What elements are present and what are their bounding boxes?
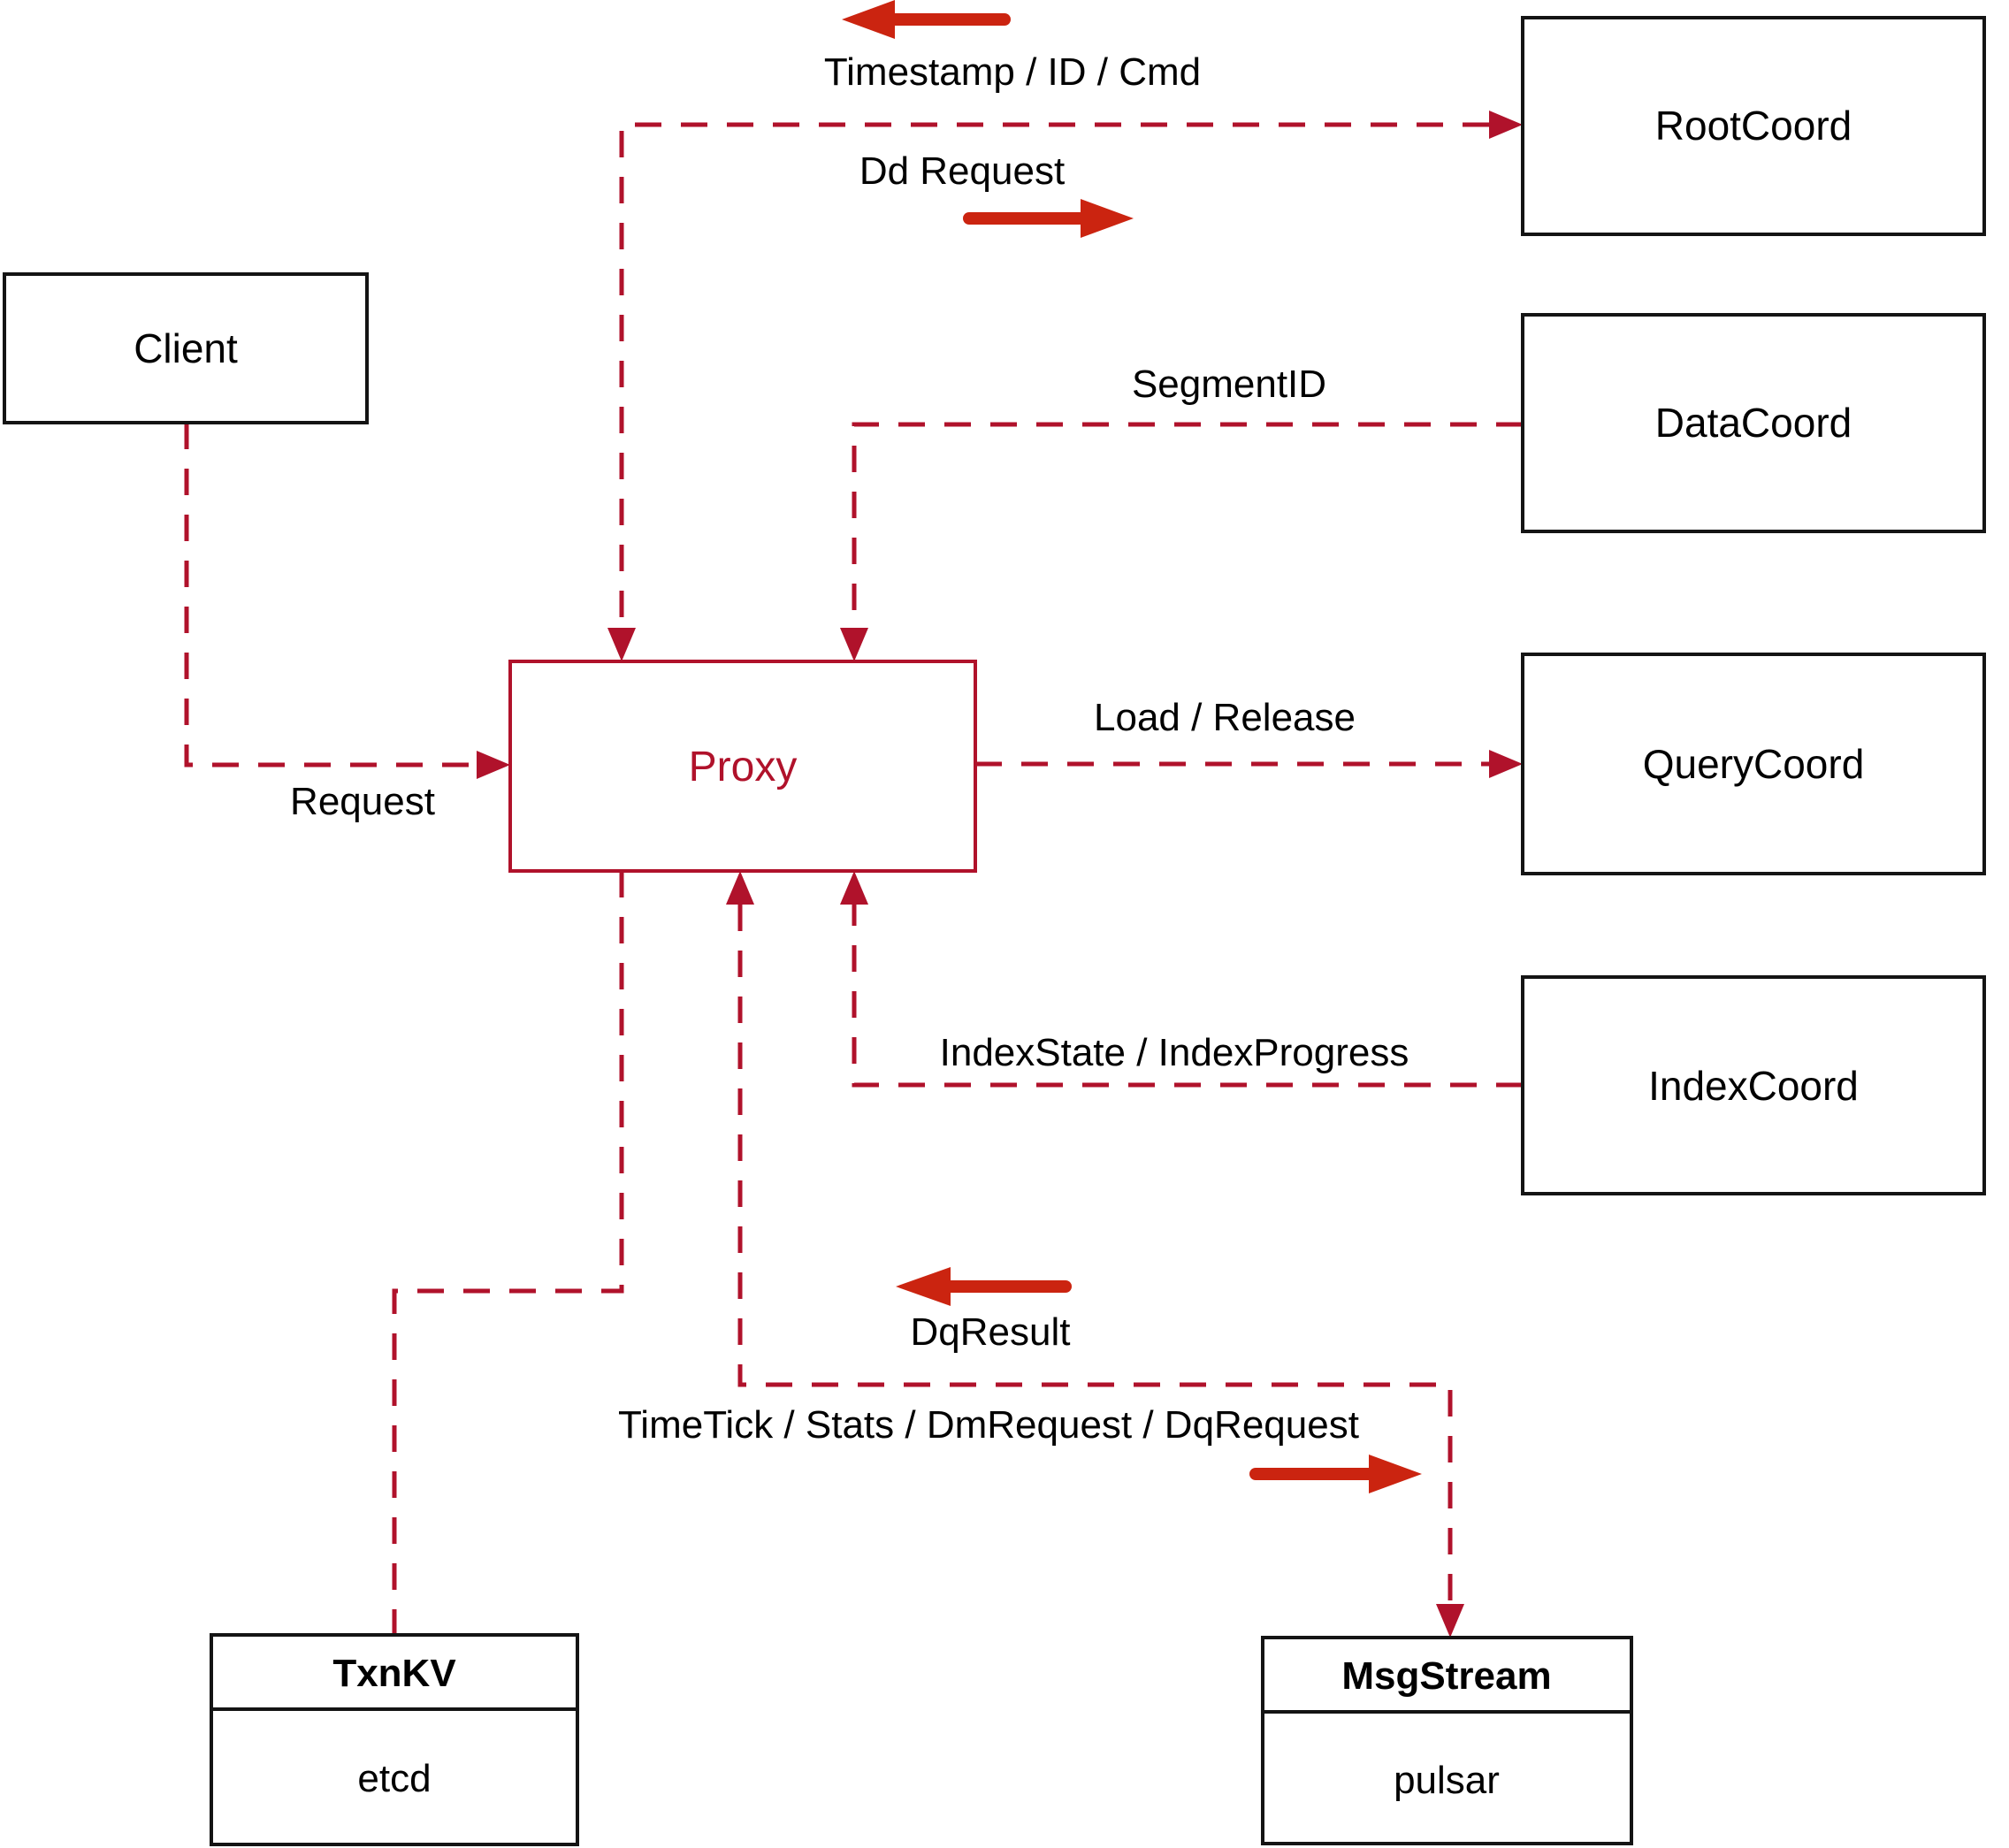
edge-proxy-rootcoord <box>619 122 1489 628</box>
proxy-label: Proxy <box>689 744 798 790</box>
arrowhead-into-msgstream <box>1436 1604 1464 1638</box>
indexcoord-box <box>1521 975 1986 1195</box>
arrowhead-into-querycoord <box>1489 750 1523 778</box>
dd-request-direction-arrow-right <box>963 199 1134 238</box>
txnkv-title: TxnKV <box>332 1652 456 1695</box>
txnkv-box <box>210 1633 579 1846</box>
msgstream-subtitle: pulsar <box>1394 1759 1500 1802</box>
edge-proxy-msgstream <box>737 905 1453 1604</box>
querycoord-box <box>1521 653 1986 875</box>
msgstream-title: MsgStream <box>1341 1654 1551 1698</box>
client-label: Client <box>134 325 238 371</box>
indexstate-indexprogress-label: IndexState / IndexProgress <box>940 1031 1409 1074</box>
edge-proxy-txnkv <box>392 871 624 1635</box>
client-box <box>3 272 369 424</box>
timetick-stats-dmrequest-dqrequest-label: TimeTick / Stats / DmRequest / DqRequest <box>618 1403 1359 1447</box>
rootcoord-label: RootCoord <box>1655 103 1852 149</box>
querycoord-label: QueryCoord <box>1643 741 1865 787</box>
txnkv-subtitle: etcd <box>357 1757 431 1800</box>
segmentid-label: SegmentID <box>1132 363 1326 406</box>
arrowhead-rootcoord-line-into-proxy <box>607 628 636 661</box>
dqresult-label: DqResult <box>911 1310 1071 1354</box>
msgstream-box <box>1261 1636 1633 1845</box>
arrowhead-into-rootcoord <box>1489 111 1523 139</box>
dqresult-direction-arrow-left <box>896 1267 1072 1306</box>
proxy-box <box>508 660 977 873</box>
timetick-direction-arrow-right <box>1249 1455 1422 1493</box>
edge-indexcoord-proxy <box>852 905 1523 1088</box>
timestamp-id-cmd-label: Timestamp / ID / Cmd <box>824 50 1201 94</box>
arrowhead-indexcoord-line-into-proxy <box>840 871 868 905</box>
rootcoord-box <box>1521 16 1986 236</box>
indexcoord-label: IndexCoord <box>1648 1063 1859 1109</box>
arrowhead-datacoord-line-into-proxy <box>840 628 868 661</box>
datacoord-box <box>1521 313 1986 533</box>
load-release-label: Load / Release <box>1094 696 1356 739</box>
arrowhead-msgstream-line-into-proxy <box>726 871 754 905</box>
edge-datacoord-proxy <box>852 422 1523 628</box>
timestamp-direction-arrow-left <box>842 0 1011 39</box>
edge-client-proxy <box>184 423 477 767</box>
dd-request-label: Dd Request <box>859 149 1065 193</box>
request-label: Request <box>290 780 435 823</box>
arrowhead-request-into-proxy <box>477 751 510 779</box>
datacoord-label: DataCoord <box>1655 400 1852 446</box>
